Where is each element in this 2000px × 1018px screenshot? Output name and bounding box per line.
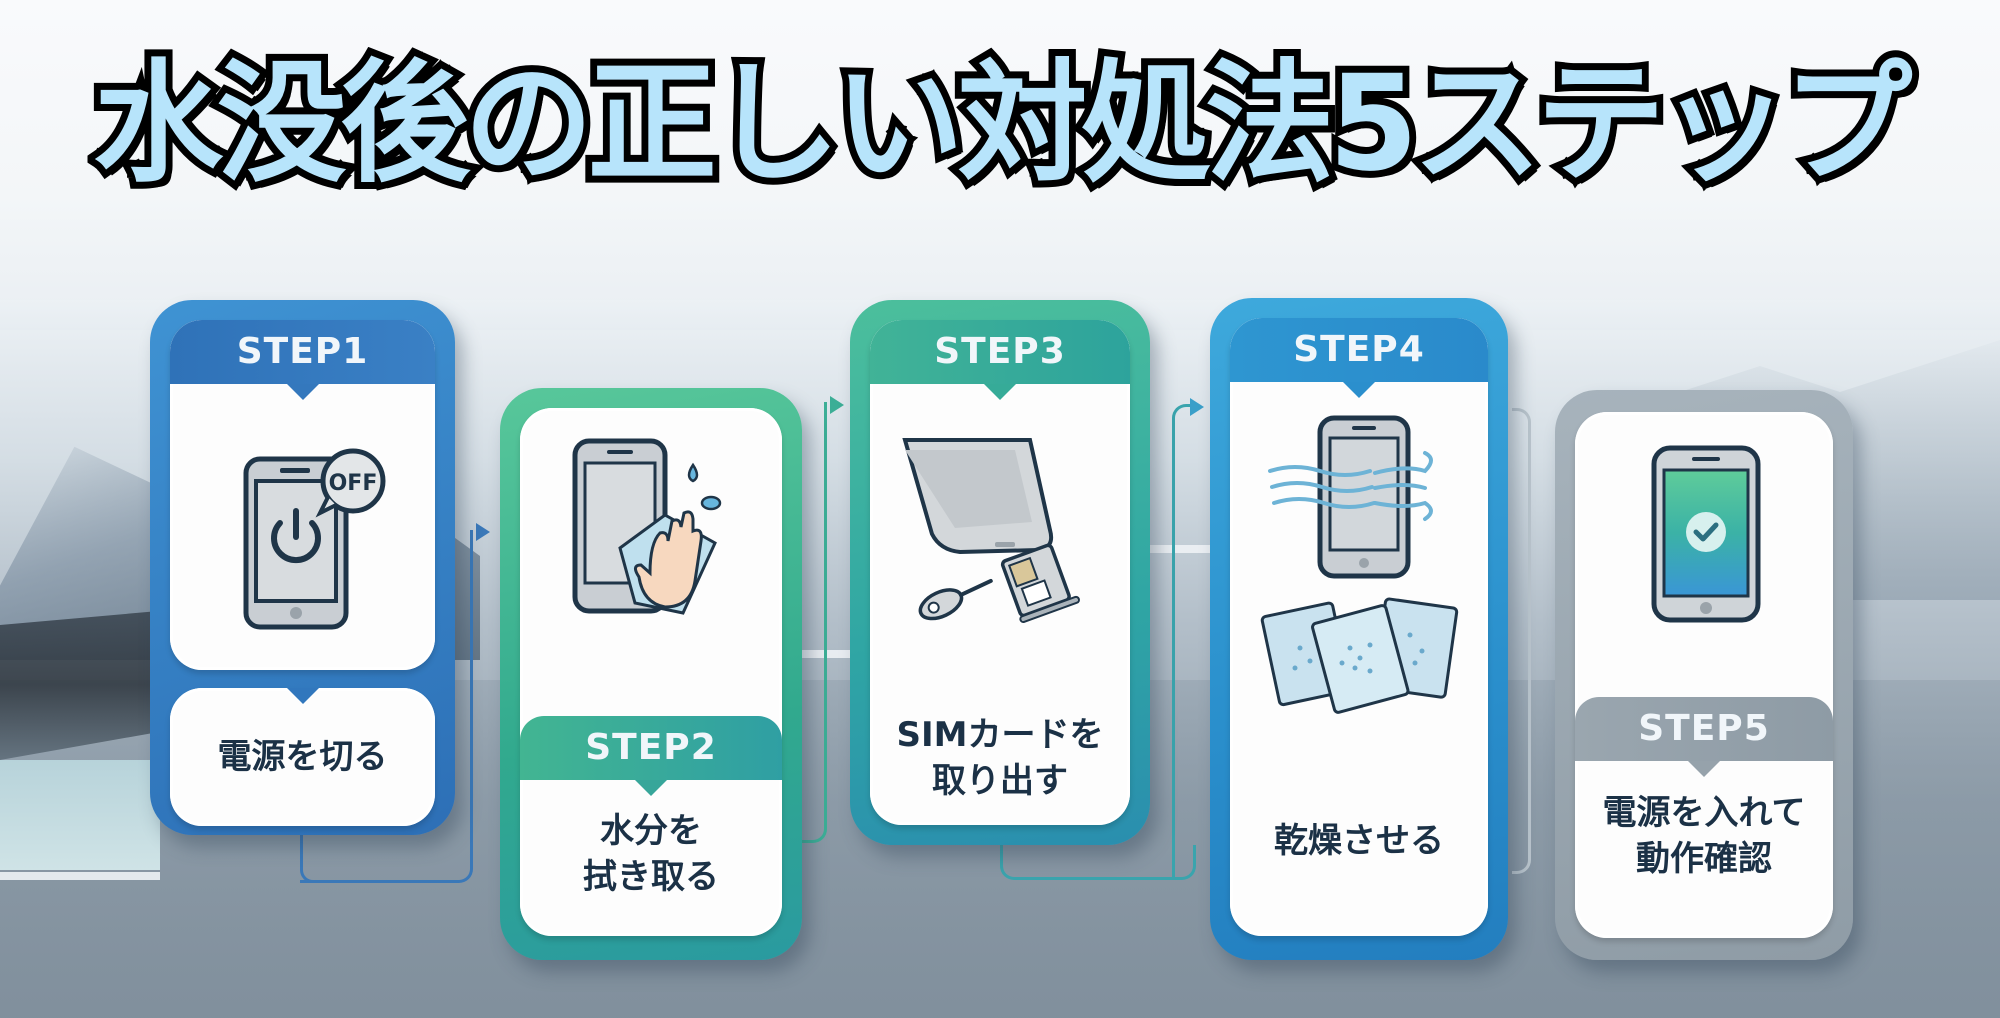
svg-text:OFF: OFF [329,471,378,496]
step-label-line-2: 動作確認 [1636,839,1772,879]
arrow-right-icon [476,523,490,541]
connector-1-2 [300,530,473,883]
phone-dry-silica-icon [1260,415,1459,714]
page-title: 水没後の正しい対処法5ステップ [87,47,1919,201]
sim-tray-eject-icon [902,438,1080,624]
step-number-badge: STEP3 [870,320,1130,400]
step-number-badge: STEP4 [1230,318,1488,398]
step-label: 電源を切る [217,737,388,777]
connector-3-4-rise [1172,404,1193,877]
background-band [800,650,860,658]
step-number-badge: STEP5 [1575,697,1833,777]
step-card-3: STEP3 SIMカードを 取り出す [850,300,1150,845]
pointer-icon [286,688,319,704]
arrow-right-icon [830,396,844,414]
step-number-badge: STEP2 [520,716,782,796]
step-label-line-2: 拭き取る [583,857,719,897]
step-label-line-1: SIMカードを [896,715,1104,755]
step-card-1: STEP1 OFF 電源を切る [150,300,455,835]
connector-1-2-tail [300,826,313,883]
step-label-line-1: 電源を入れて [1602,793,1806,833]
background-band [0,872,160,880]
phone-check-icon [1651,445,1761,623]
step-card-2: STEP2 水分を 拭き取る [500,388,802,960]
background-ice [0,760,160,870]
phone-wipe-cloth-icon [572,438,722,615]
step-label-line-1: 水分を [600,811,702,851]
step-card-5: STEP5 電源を入れて 動作確認 [1555,390,1853,960]
connector-3-4 [1000,845,1196,880]
step-card-4: STEP4 乾燥 [1210,298,1508,960]
step-label: 乾燥させる [1274,821,1444,861]
connector-2-3 [800,402,827,843]
phone-power-off-icon: OFF [243,448,386,630]
step-number-badge: STEP1 [170,320,435,400]
background-sky [0,0,2000,330]
arrow-right-icon [1190,398,1204,416]
connector-4-5 [1512,408,1531,874]
background-band [1150,545,1210,553]
step-label-line-2: 取り出す [932,761,1068,801]
